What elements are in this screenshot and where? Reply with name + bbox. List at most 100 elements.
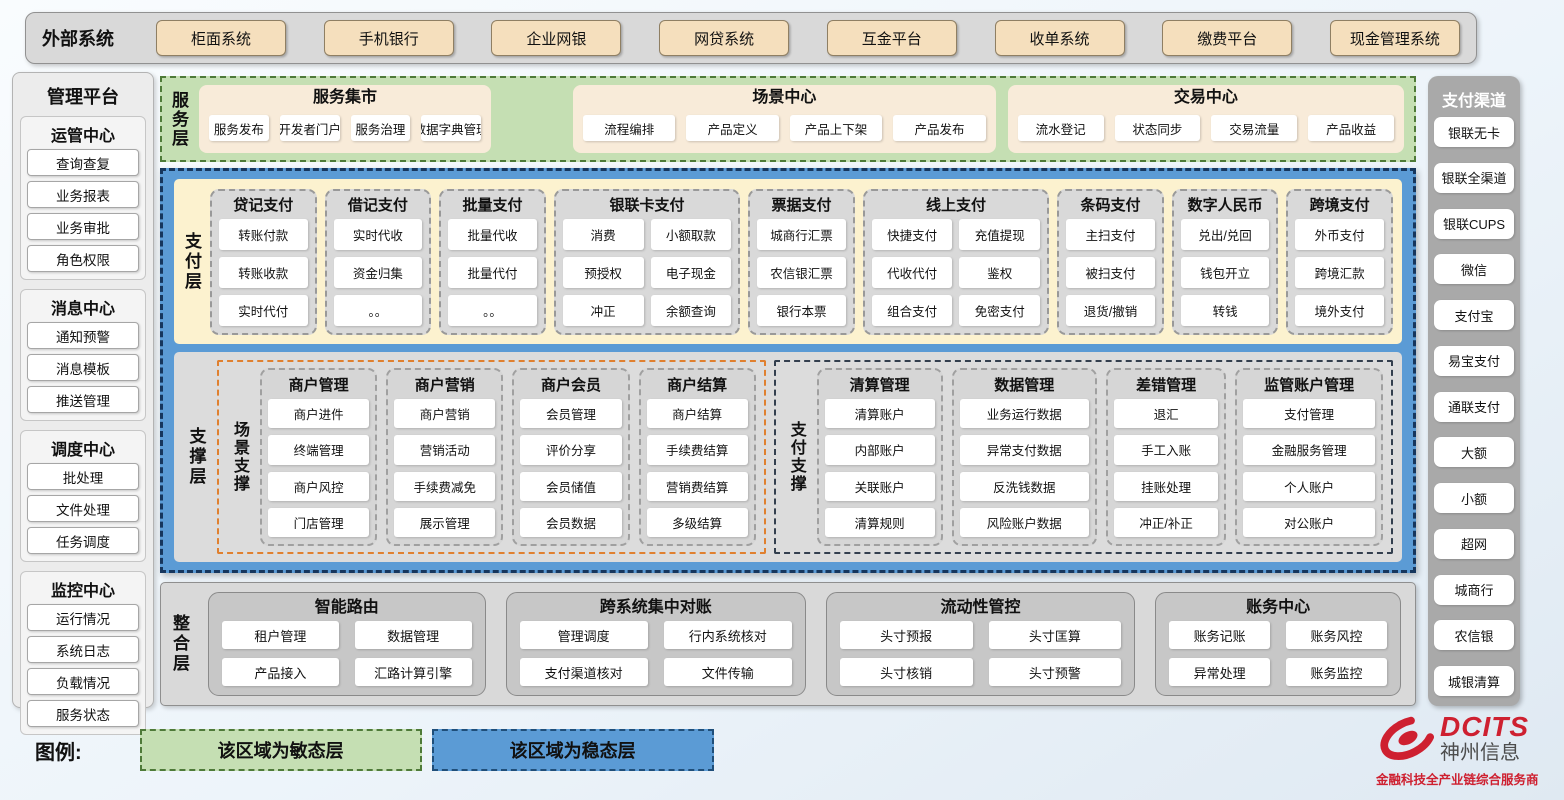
channel-button[interactable]: 银联CUPS	[1434, 208, 1514, 239]
payment-item-button[interactable]: 主扫支付	[1066, 218, 1155, 250]
channel-button[interactable]: 通联支付	[1434, 391, 1514, 422]
support-item-button[interactable]: 挂账处理	[1114, 471, 1219, 501]
channel-button[interactable]: 支付宝	[1434, 300, 1514, 330]
support-item-button[interactable]: 门店管理	[268, 507, 370, 537]
service-item-button[interactable]: 产品发布	[893, 115, 986, 141]
payment-item-button[interactable]: 充值提现	[959, 218, 1041, 250]
payment-item-button[interactable]: 农信银汇票	[757, 256, 846, 288]
payment-item-button[interactable]: 代收代付	[871, 256, 953, 288]
channel-button[interactable]: 银联无卡	[1434, 117, 1514, 147]
integration-item-button[interactable]: 账务风控	[1286, 621, 1387, 649]
payment-item-button[interactable]: 组合支付	[871, 294, 953, 326]
payment-item-button[interactable]: 冲正	[562, 294, 644, 326]
payment-item-button[interactable]: 城商行汇票	[757, 218, 846, 250]
payment-item-button[interactable]: 转钱	[1180, 294, 1270, 326]
support-item-button[interactable]: 手续费减免	[394, 471, 496, 501]
payment-item-button[interactable]: 兑出/兑回	[1180, 218, 1270, 250]
payment-item-button[interactable]: 余额查询	[650, 294, 732, 326]
integration-item-button[interactable]: 产品接入	[222, 658, 339, 686]
external-system-button[interactable]: 柜面系统	[156, 20, 286, 56]
service-item-button[interactable]: 流水登记	[1017, 115, 1104, 141]
payment-item-button[interactable]: 免密支付	[959, 294, 1041, 326]
payment-item-button[interactable]: 被扫支付	[1066, 256, 1155, 288]
payment-item-button[interactable]: 预授权	[562, 256, 644, 288]
support-item-button[interactable]: 商户进件	[268, 399, 370, 429]
support-item-button[interactable]: 会员数据	[520, 507, 622, 537]
service-item-button[interactable]: 数据字典管理	[421, 115, 481, 141]
support-item-button[interactable]: 营销活动	[394, 435, 496, 465]
payment-item-button[interactable]: 转账收款	[219, 256, 308, 288]
service-item-button[interactable]: 产品定义	[686, 115, 779, 141]
payment-item-button[interactable]: 。。	[448, 294, 537, 326]
management-item-button[interactable]: 业务报表	[27, 181, 139, 208]
integration-item-button[interactable]: 异常处理	[1169, 658, 1271, 686]
integration-item-button[interactable]: 数据管理	[354, 621, 472, 649]
support-item-button[interactable]: 退汇	[1114, 399, 1219, 429]
payment-item-button[interactable]: 跨境汇款	[1295, 256, 1384, 288]
support-item-button[interactable]: 商户结算	[646, 399, 748, 429]
support-item-button[interactable]: 关联账户	[824, 471, 935, 501]
channel-button[interactable]: 小额	[1434, 483, 1514, 513]
payment-item-button[interactable]: 批量代收	[448, 218, 537, 250]
payment-item-button[interactable]: 消费	[562, 218, 644, 250]
support-item-button[interactable]: 支付管理	[1243, 399, 1375, 429]
payment-item-button[interactable]: 快捷支付	[871, 218, 953, 250]
support-item-button[interactable]: 营销费结算	[646, 471, 748, 501]
payment-item-button[interactable]: 钱包开立	[1180, 256, 1270, 288]
management-item-button[interactable]: 批处理	[27, 463, 139, 490]
integration-item-button[interactable]: 账务记账	[1169, 621, 1271, 649]
support-item-button[interactable]: 异常支付数据	[959, 435, 1090, 465]
integration-item-button[interactable]: 租户管理	[222, 621, 339, 649]
external-system-button[interactable]: 企业网银	[491, 20, 622, 56]
support-item-button[interactable]: 个人账户	[1243, 471, 1375, 501]
payment-item-button[interactable]: 鉴权	[959, 256, 1041, 288]
integration-item-button[interactable]: 管理调度	[519, 621, 648, 649]
payment-item-button[interactable]: 电子现金	[650, 256, 732, 288]
support-item-button[interactable]: 对公账户	[1243, 507, 1375, 537]
support-item-button[interactable]: 手工入账	[1114, 435, 1219, 465]
payment-item-button[interactable]: 转账付款	[219, 218, 308, 250]
service-item-button[interactable]: 服务治理	[350, 115, 411, 141]
payment-item-button[interactable]: 实时代付	[219, 294, 308, 326]
support-item-button[interactable]: 冲正/补正	[1114, 507, 1219, 537]
service-item-button[interactable]: 交易流量	[1211, 115, 1298, 141]
channel-button[interactable]: 银联全渠道	[1434, 162, 1514, 193]
support-item-button[interactable]: 商户风控	[268, 471, 370, 501]
support-item-button[interactable]: 会员储值	[520, 471, 622, 501]
management-item-button[interactable]: 服务状态	[27, 700, 139, 727]
service-item-button[interactable]: 开发者门户	[279, 115, 340, 141]
channel-button[interactable]: 城商行	[1434, 574, 1514, 605]
support-item-button[interactable]: 多级结算	[646, 507, 748, 537]
service-item-button[interactable]: 流程编排	[583, 115, 676, 141]
support-item-button[interactable]: 评价分享	[520, 435, 622, 465]
payment-item-button[interactable]: 境外支付	[1295, 294, 1384, 326]
management-item-button[interactable]: 查询查复	[27, 149, 139, 176]
external-system-button[interactable]: 网贷系统	[659, 20, 790, 56]
service-item-button[interactable]: 产品收益	[1308, 115, 1394, 141]
external-system-button[interactable]: 缴费平台	[1162, 20, 1293, 56]
payment-item-button[interactable]: 银行本票	[757, 294, 846, 326]
support-item-button[interactable]: 终端管理	[268, 435, 370, 465]
payment-item-button[interactable]: 批量代付	[448, 256, 537, 288]
management-item-button[interactable]: 通知预警	[27, 322, 139, 349]
management-item-button[interactable]: 运行情况	[27, 604, 139, 631]
support-item-button[interactable]: 会员管理	[520, 399, 622, 429]
management-item-button[interactable]: 文件处理	[27, 495, 139, 522]
payment-item-button[interactable]: 。。	[333, 294, 423, 326]
integration-item-button[interactable]: 行内系统核对	[663, 621, 792, 649]
support-item-button[interactable]: 风险账户数据	[959, 507, 1090, 537]
management-item-button[interactable]: 消息模板	[27, 354, 139, 381]
service-item-button[interactable]: 产品上下架	[789, 115, 883, 141]
payment-item-button[interactable]: 外币支付	[1295, 218, 1384, 250]
integration-item-button[interactable]: 头寸匡算	[988, 621, 1122, 649]
support-item-button[interactable]: 金融服务管理	[1243, 435, 1375, 465]
support-item-button[interactable]: 业务运行数据	[959, 399, 1090, 429]
support-item-button[interactable]: 手续费结算	[646, 435, 748, 465]
management-item-button[interactable]: 业务审批	[27, 213, 139, 240]
channel-button[interactable]: 城银清算	[1434, 666, 1514, 696]
channel-button[interactable]: 微信	[1434, 254, 1514, 285]
support-item-button[interactable]: 清算规则	[824, 507, 935, 537]
external-system-button[interactable]: 手机银行	[323, 20, 454, 56]
support-item-button[interactable]: 展示管理	[394, 507, 496, 537]
integration-item-button[interactable]: 账务监控	[1286, 658, 1387, 686]
